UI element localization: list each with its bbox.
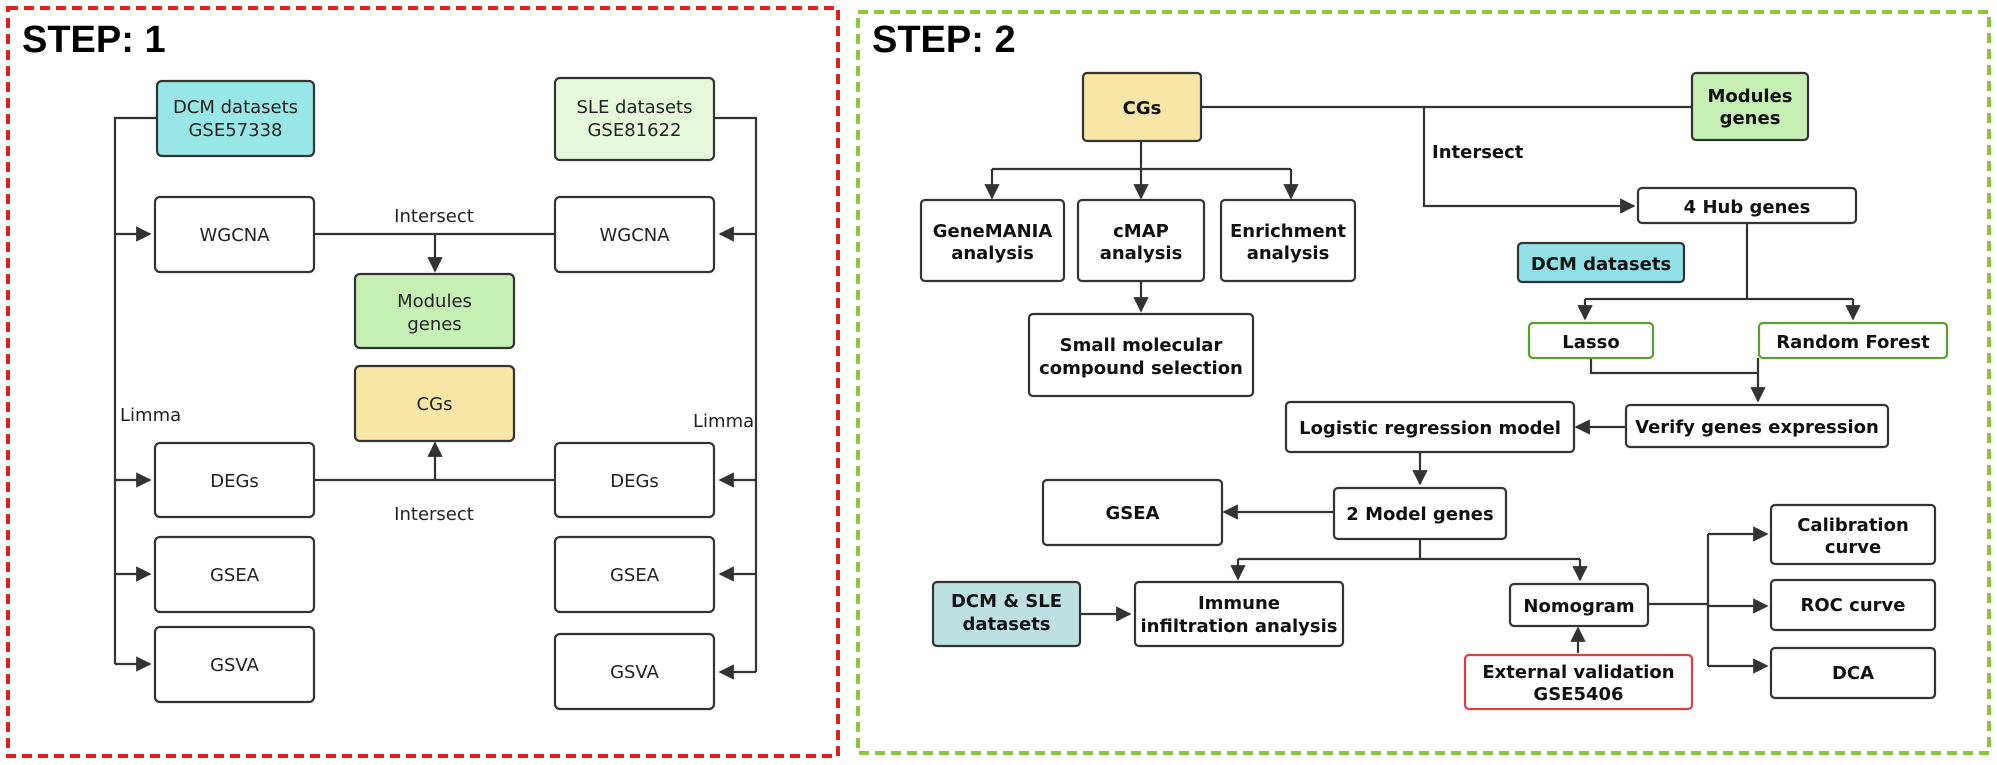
external-validation-box: External validation GSE5406 <box>1463 653 1694 711</box>
model-genes-box: 2 Model genes <box>1332 486 1508 541</box>
gsva-left-box: GSVA <box>153 625 316 704</box>
dcm-datasets-id: GSE57338 <box>188 120 282 141</box>
dcm-datasets-label: DCM datasets <box>173 97 298 118</box>
step1-connectors <box>113 116 758 680</box>
wgcna-left-box: WGCNA <box>153 195 316 274</box>
small-molecular-line1: Small molecular <box>1060 335 1223 356</box>
hub-genes-box: 4 Hub genes <box>1636 186 1858 225</box>
gsea-right-box: GSEA <box>553 535 716 614</box>
s2-gsea-box: GSEA <box>1041 478 1224 547</box>
s2-intersect-label: Intersect <box>1432 142 1524 163</box>
s2-modules-genes-line2: genes <box>1720 108 1781 129</box>
roc-curve-box: ROC curve <box>1769 578 1937 632</box>
s2-dcm-datasets-box: DCM datasets <box>1516 241 1686 284</box>
gsva-right-label: GSVA <box>610 662 660 683</box>
wgcna-right-label: WGCNA <box>599 225 670 246</box>
modules-genes-line2: genes <box>407 314 461 335</box>
roc-curve-label: ROC curve <box>1801 595 1906 616</box>
logistic-regression-label: Logistic regression model <box>1299 418 1561 439</box>
external-validation-line2: GSE5406 <box>1533 684 1623 705</box>
degs-right-box: DEGs <box>553 441 716 519</box>
intersect-top-label: Intersect <box>394 206 474 227</box>
cmap-line2: analysis <box>1100 243 1183 264</box>
genemania-box: GeneMANIA analysis <box>919 198 1066 283</box>
s2-modules-genes-box: Modules genes <box>1690 71 1810 142</box>
s2-cgs-label: CGs <box>1123 98 1162 119</box>
immune-line1: Immune <box>1198 593 1280 614</box>
limma-left-label: Limma <box>120 405 181 426</box>
dcm-sle-line1: DCM & SLE <box>951 591 1062 612</box>
dcm-sle-line2: datasets <box>962 614 1050 635</box>
calibration-line1: Calibration <box>1797 515 1909 536</box>
wgcna-left-label: WGCNA <box>199 225 270 246</box>
step2-connectors <box>984 105 1861 674</box>
degs-right-label: DEGs <box>610 471 659 492</box>
gsea-left-label: GSEA <box>210 565 260 586</box>
modules-genes-line1: Modules <box>397 291 472 312</box>
dca-box: DCA <box>1769 646 1937 700</box>
calibration-line2: curve <box>1825 537 1881 558</box>
dca-label: DCA <box>1832 663 1874 684</box>
limma-right-label: Limma <box>693 411 754 432</box>
genemania-line1: GeneMANIA <box>933 221 1053 242</box>
nomogram-label: Nomogram <box>1523 596 1634 617</box>
degs-left-label: DEGs <box>210 471 259 492</box>
immune-line2: infiltration analysis <box>1141 616 1338 637</box>
gsva-right-box: GSVA <box>553 632 716 711</box>
small-molecular-line2: compound selection <box>1039 358 1243 379</box>
logistic-regression-box: Logistic regression model <box>1284 400 1576 454</box>
wgcna-right-box: WGCNA <box>553 195 716 274</box>
sle-datasets-id: GSE81622 <box>587 120 681 141</box>
modules-genes-box: Modules genes <box>353 272 516 350</box>
intersect-bottom-label: Intersect <box>394 504 474 525</box>
step2-panel <box>856 10 1991 755</box>
sle-datasets-label: SLE datasets <box>577 97 693 118</box>
step1-title: STEP: 1 <box>22 19 166 61</box>
s2-modules-genes-line1: Modules <box>1707 86 1792 107</box>
cmap-box: cMAP analysis <box>1076 198 1206 283</box>
external-validation-line1: External validation <box>1482 662 1674 683</box>
lasso-box: Lasso <box>1527 321 1655 360</box>
verify-genes-box: Verify genes expression <box>1624 403 1890 449</box>
model-genes-label: 2 Model genes <box>1346 504 1493 525</box>
enrichment-box: Enrichment analysis <box>1219 198 1357 283</box>
random-forest-box: Random Forest <box>1757 321 1949 360</box>
cgs-label: CGs <box>417 394 453 415</box>
dcm-sle-datasets-box: DCM & SLE datasets <box>931 580 1082 648</box>
gsea-left-box: GSEA <box>153 535 316 614</box>
step2-title: STEP: 2 <box>872 19 1016 61</box>
s2-cgs-box: CGs <box>1081 71 1203 143</box>
gsva-left-label: GSVA <box>210 655 260 676</box>
genemania-line2: analysis <box>951 243 1034 264</box>
s2-dcm-datasets-label: DCM datasets <box>1531 254 1671 275</box>
random-forest-label: Random Forest <box>1776 332 1930 353</box>
s2-gsea-label: GSEA <box>1106 503 1160 524</box>
cmap-line1: cMAP <box>1113 221 1169 242</box>
step1-panel <box>6 6 840 758</box>
immune-infiltration-box: Immune infiltration analysis <box>1133 580 1345 648</box>
dcm-datasets-box: DCM datasets GSE57338 <box>155 79 316 158</box>
sle-datasets-box: SLE datasets GSE81622 <box>553 76 716 162</box>
cgs-box: CGs <box>353 364 516 443</box>
nomogram-box: Nomogram <box>1508 582 1650 628</box>
calibration-curve-box: Calibration curve <box>1769 503 1937 566</box>
gsea-right-label: GSEA <box>610 565 660 586</box>
hub-genes-label: 4 Hub genes <box>1684 197 1811 218</box>
enrichment-line1: Enrichment <box>1230 221 1346 242</box>
verify-genes-label: Verify genes expression <box>1635 417 1879 438</box>
lasso-label: Lasso <box>1562 332 1619 353</box>
enrichment-line2: analysis <box>1247 243 1330 264</box>
small-molecular-box: Small molecular compound selection <box>1027 312 1255 398</box>
degs-left-box: DEGs <box>153 441 316 519</box>
